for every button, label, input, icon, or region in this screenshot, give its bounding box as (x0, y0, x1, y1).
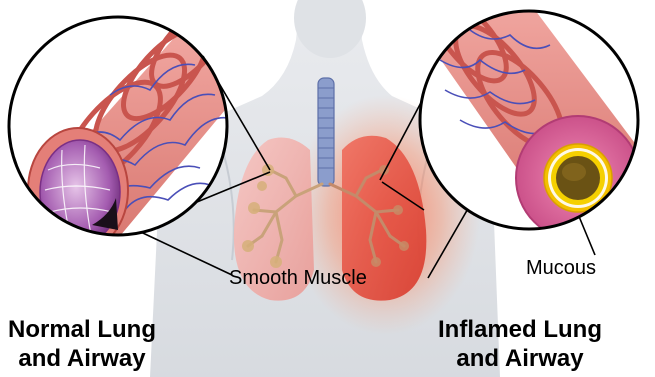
mucous-label: Mucous (526, 257, 596, 280)
trachea (318, 78, 334, 186)
normal-caption-line2: and Airway (8, 344, 156, 373)
smooth-muscle-label: Smooth Muscle (229, 267, 367, 290)
inflamed-lung-caption: Inflamed Lung and Airway (438, 315, 602, 373)
normal-caption-line1: Normal Lung (8, 315, 156, 344)
normal-lung-caption: Normal Lung and Airway (8, 315, 156, 373)
inflamed-caption-line1: Inflamed Lung (438, 315, 602, 344)
inflamed-caption-line2: and Airway (438, 344, 602, 373)
